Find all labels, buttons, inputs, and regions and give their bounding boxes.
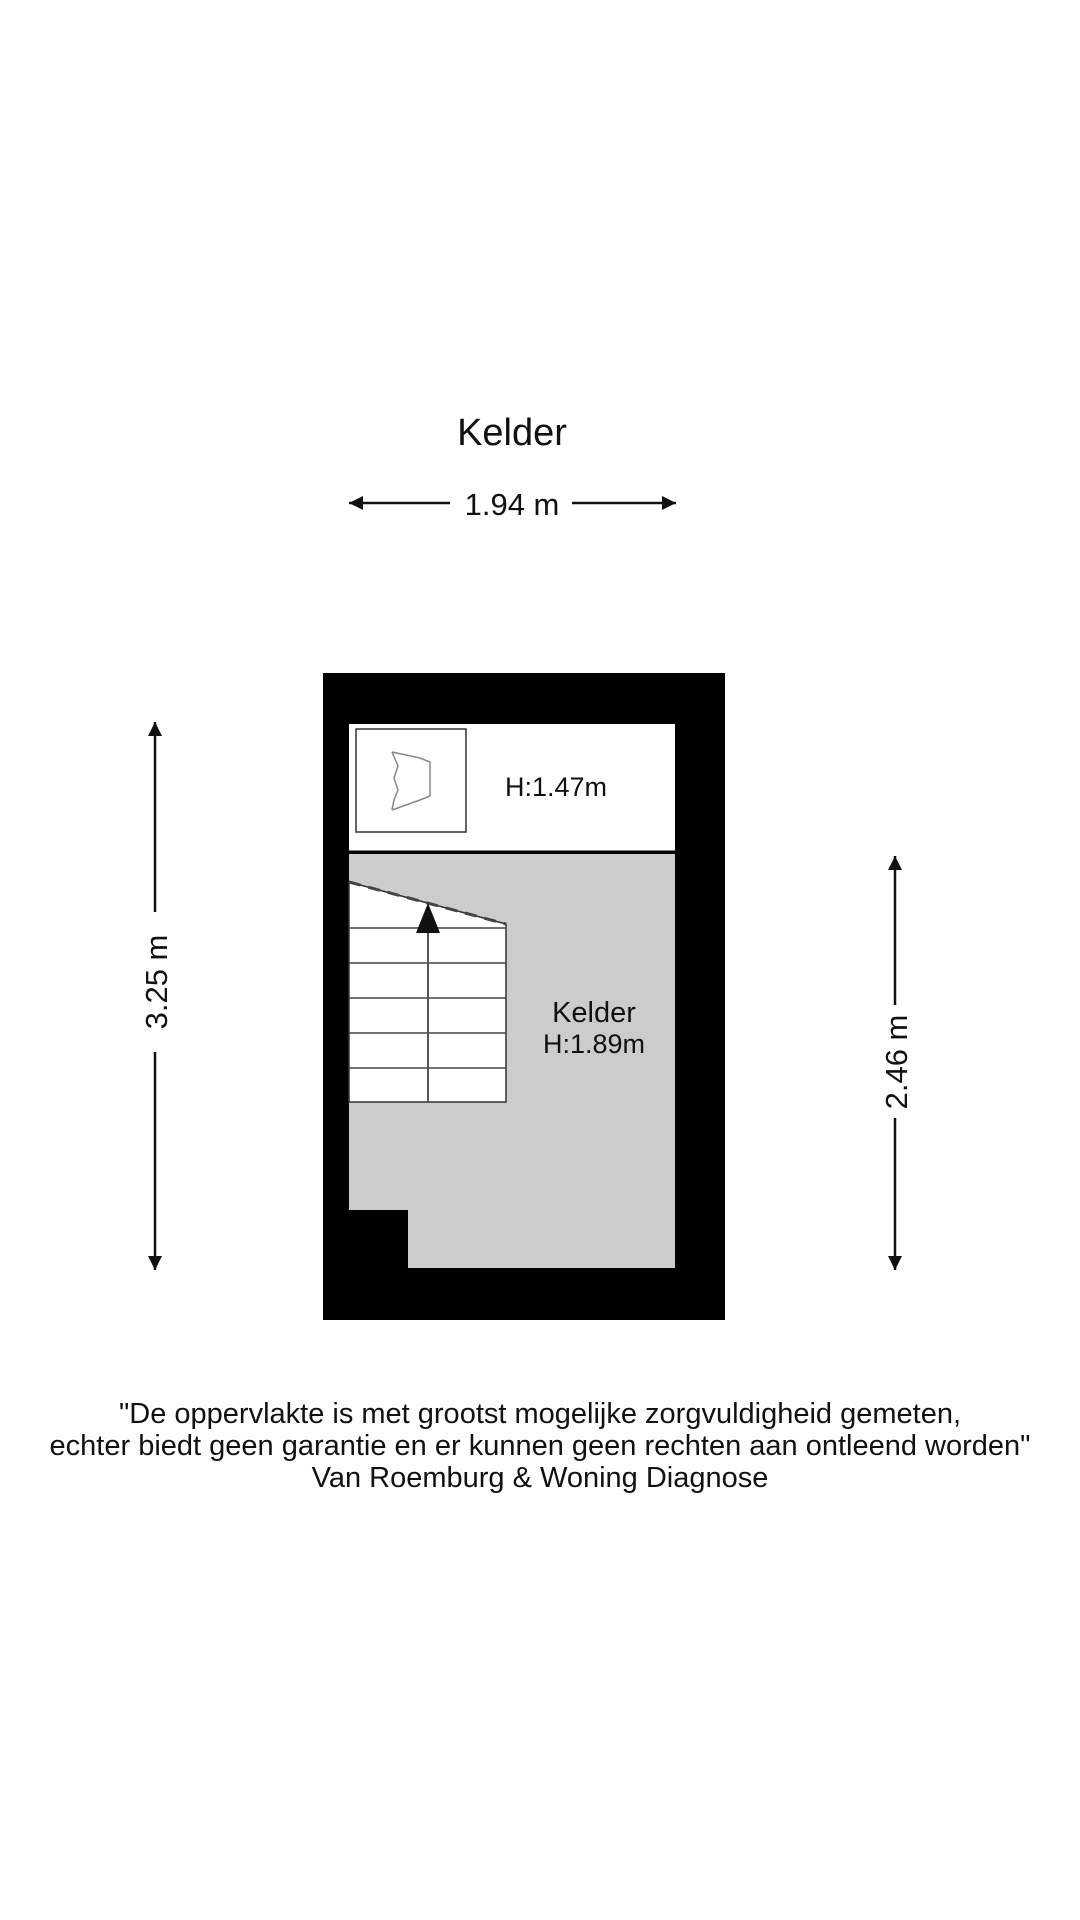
kelder-room-name: Kelder (552, 997, 636, 1029)
appliance-symbol (355, 728, 467, 833)
kelder-room-height: H:1.89m (543, 1029, 645, 1059)
left-height-dimension: 3.25 m (139, 722, 174, 1270)
disclaimer-line-3: Van Roemburg & Woning Diagnose (311, 1462, 769, 1494)
disclaimer: "De oppervlakte is met grootst mogelijke… (0, 1398, 1080, 1494)
upper-room (349, 724, 675, 852)
upper-room-height: H:1.47m (505, 772, 607, 802)
disclaimer-line-2: echter biedt geen garantie en er kunnen … (49, 1430, 1031, 1462)
stairs-cut-line (348, 880, 507, 926)
stairs (348, 880, 507, 1103)
right-height-label: 2.46 m (879, 1015, 914, 1110)
width-dimension-label: 1.94 m (465, 487, 560, 522)
left-height-label: 3.25 m (139, 935, 174, 1030)
appliance-icon (391, 751, 431, 811)
plan-title: Kelder (457, 412, 567, 454)
appliance-box (355, 728, 467, 833)
width-dimension: 1.94 m (349, 487, 676, 522)
disclaimer-line-1: "De oppervlakte is met grootst mogelijke… (118, 1398, 962, 1430)
right-height-dimension: 2.46 m (879, 856, 914, 1270)
stairs-direction-arrow (416, 903, 440, 933)
